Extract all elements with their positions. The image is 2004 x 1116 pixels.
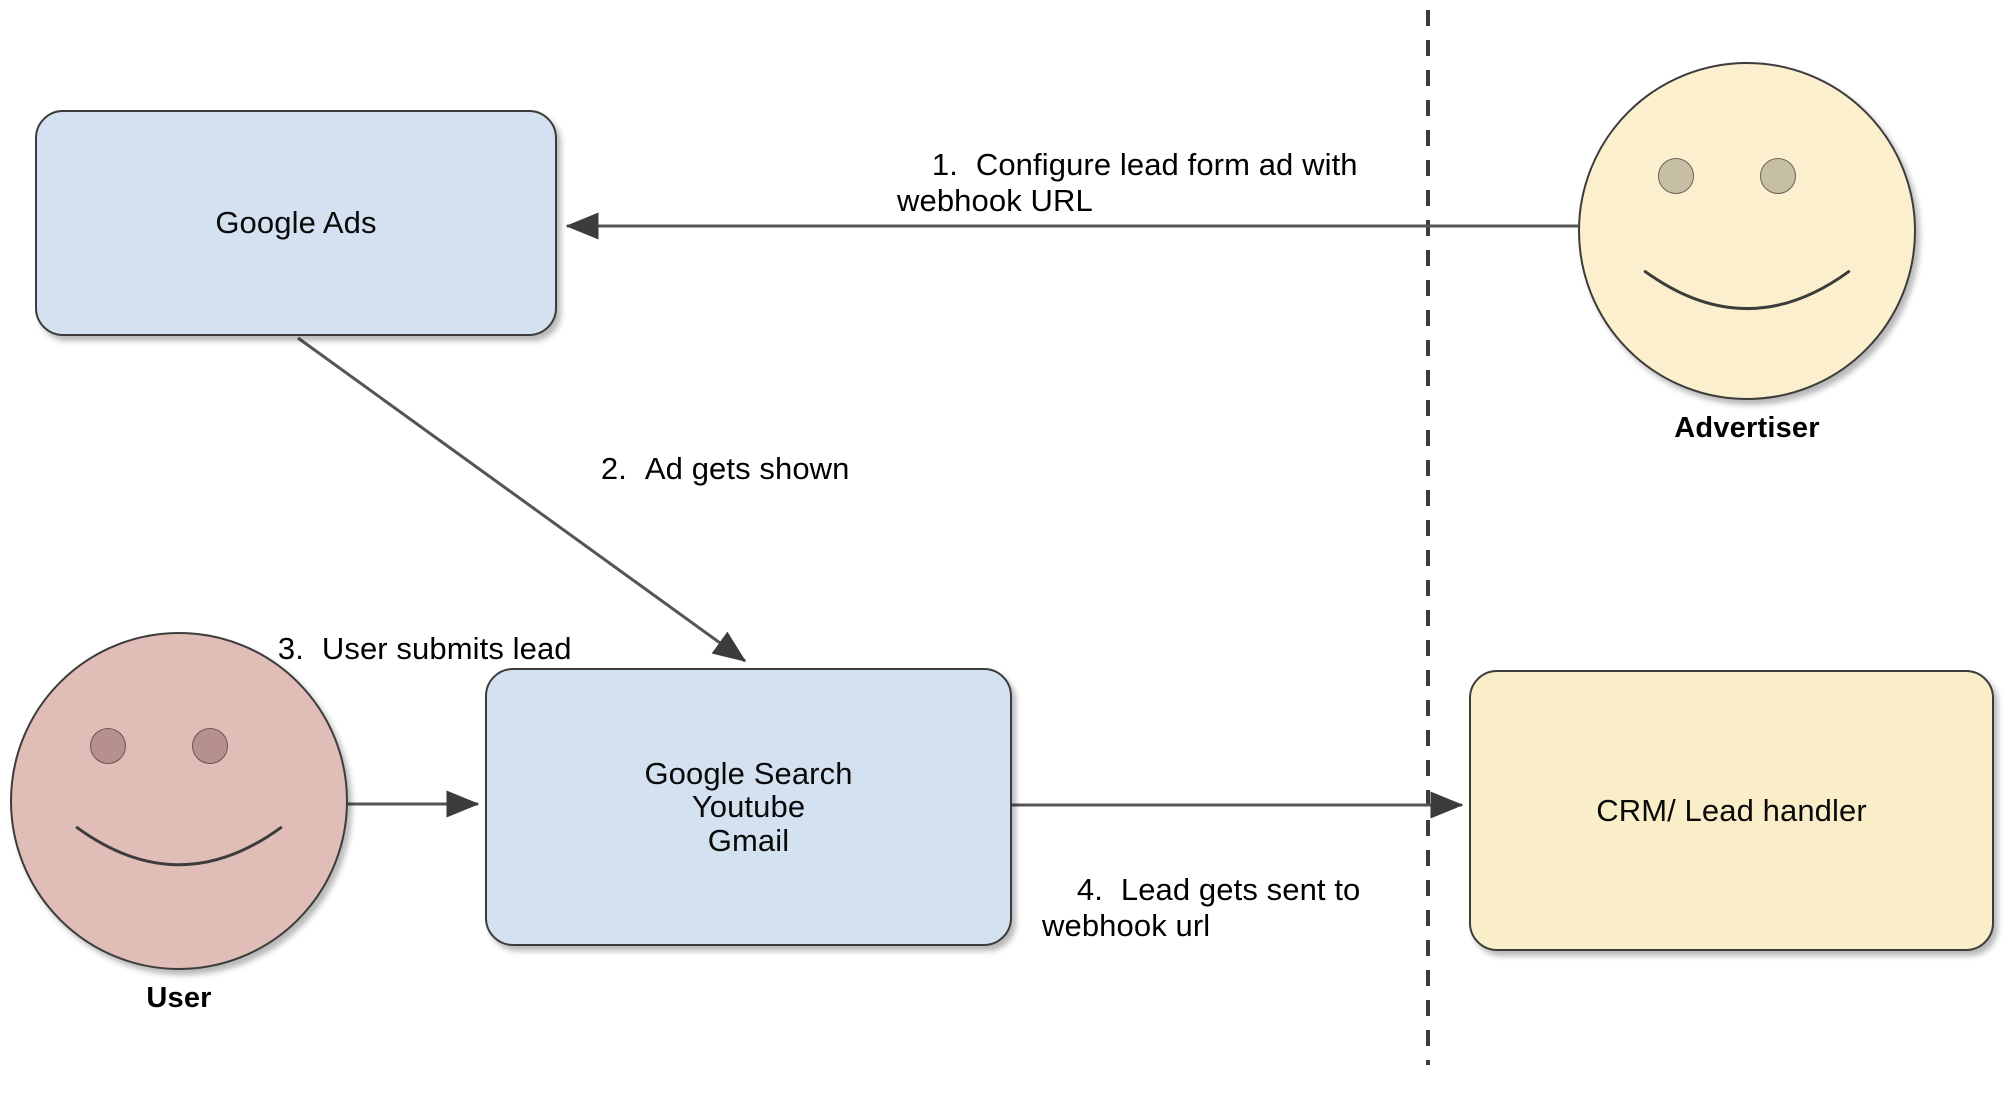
edge-label-step-4-number: 4. [1076, 871, 1103, 907]
edge-label-step-2-text: Ad gets shown [644, 450, 850, 486]
node-crm-lead-handler[interactable]: CRM/ Lead handler [1469, 670, 1994, 951]
actor-user[interactable]: User [10, 632, 348, 1014]
edge-label-step-2-number: 2. [600, 450, 627, 486]
eye-left-icon [1658, 158, 1694, 194]
smiley-face-icon [1578, 62, 1916, 400]
eye-right-icon [192, 728, 228, 764]
edge-label-step-3-text: User submits lead [321, 630, 572, 666]
edge-google-ads-to-surfaces [297, 336, 747, 663]
node-crm-lead-handler-label: CRM/ Lead handler [1596, 792, 1867, 828]
smiley-face-icon [10, 632, 348, 970]
eye-right-icon [1760, 158, 1796, 194]
eye-left-icon [90, 728, 126, 764]
edge-label-step-1-number: 1. [931, 146, 958, 182]
edge-label-step-1: 1.Configure lead form ad with webhook UR… [897, 110, 1358, 256]
edge-label-step-4: 4.Lead gets sent to webhook url [1042, 835, 1360, 981]
actor-advertiser-label: Advertiser [1674, 412, 1820, 444]
node-google-ads[interactable]: Google Ads [35, 110, 557, 336]
actor-user-label: User [146, 982, 212, 1014]
edge-label-step-3: 3. User submits lead [243, 594, 572, 704]
edge-label-step-1-text: Configure lead form ad with webhook URL [897, 146, 1358, 219]
actor-advertiser[interactable]: Advertiser [1578, 62, 1916, 444]
edge-label-step-3-number: 3. [277, 630, 304, 666]
node-google-ads-label: Google Ads [215, 205, 377, 241]
smile-mouth-icon [1643, 270, 1851, 311]
smile-mouth-icon [75, 826, 283, 867]
node-google-surfaces-label: Google Search Youtube Gmail [644, 755, 853, 858]
node-google-surfaces[interactable]: Google Search Youtube Gmail [485, 668, 1012, 946]
edge-label-step-4-text: Lead gets sent to webhook url [1042, 871, 1361, 944]
edge-label-step-2: 2. Ad gets shown [566, 414, 850, 524]
